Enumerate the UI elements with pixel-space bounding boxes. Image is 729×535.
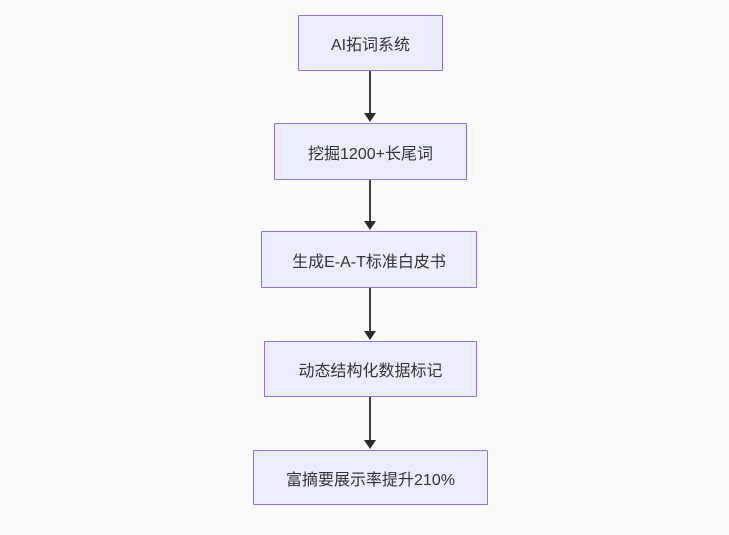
flow-node-rich-snippet-result: 富摘要展示率提升210% [253,450,488,505]
flow-node-longtail-mining: 挖掘1200+长尾词 [274,123,467,180]
flow-arrow [364,180,376,230]
flow-node-ai-word-expansion: AI拓词系统 [298,15,443,71]
arrowhead-down-icon [364,221,376,230]
arrow-line [369,71,371,113]
arrowhead-down-icon [364,331,376,340]
arrowhead-down-icon [364,440,376,449]
flow-node-label: 生成E-A-T标准白皮书 [292,253,446,271]
flow-arrow [364,288,376,340]
flow-arrow [364,397,376,449]
arrow-line [369,288,371,331]
flow-node-eat-whitepaper: 生成E-A-T标准白皮书 [261,231,477,288]
arrow-line [369,180,371,221]
flow-node-label: 挖掘1200+长尾词 [308,145,433,163]
flow-node-label: AI拓词系统 [330,37,411,54]
flow-node-label: 富摘要展示率提升210% [286,471,455,489]
arrow-line [369,397,371,440]
flow-node-label: 动态结构化数据标记 [298,363,443,380]
arrowhead-down-icon [364,113,376,122]
flow-arrow [364,71,376,122]
flow-node-structured-data-markup: 动态结构化数据标记 [264,341,477,397]
